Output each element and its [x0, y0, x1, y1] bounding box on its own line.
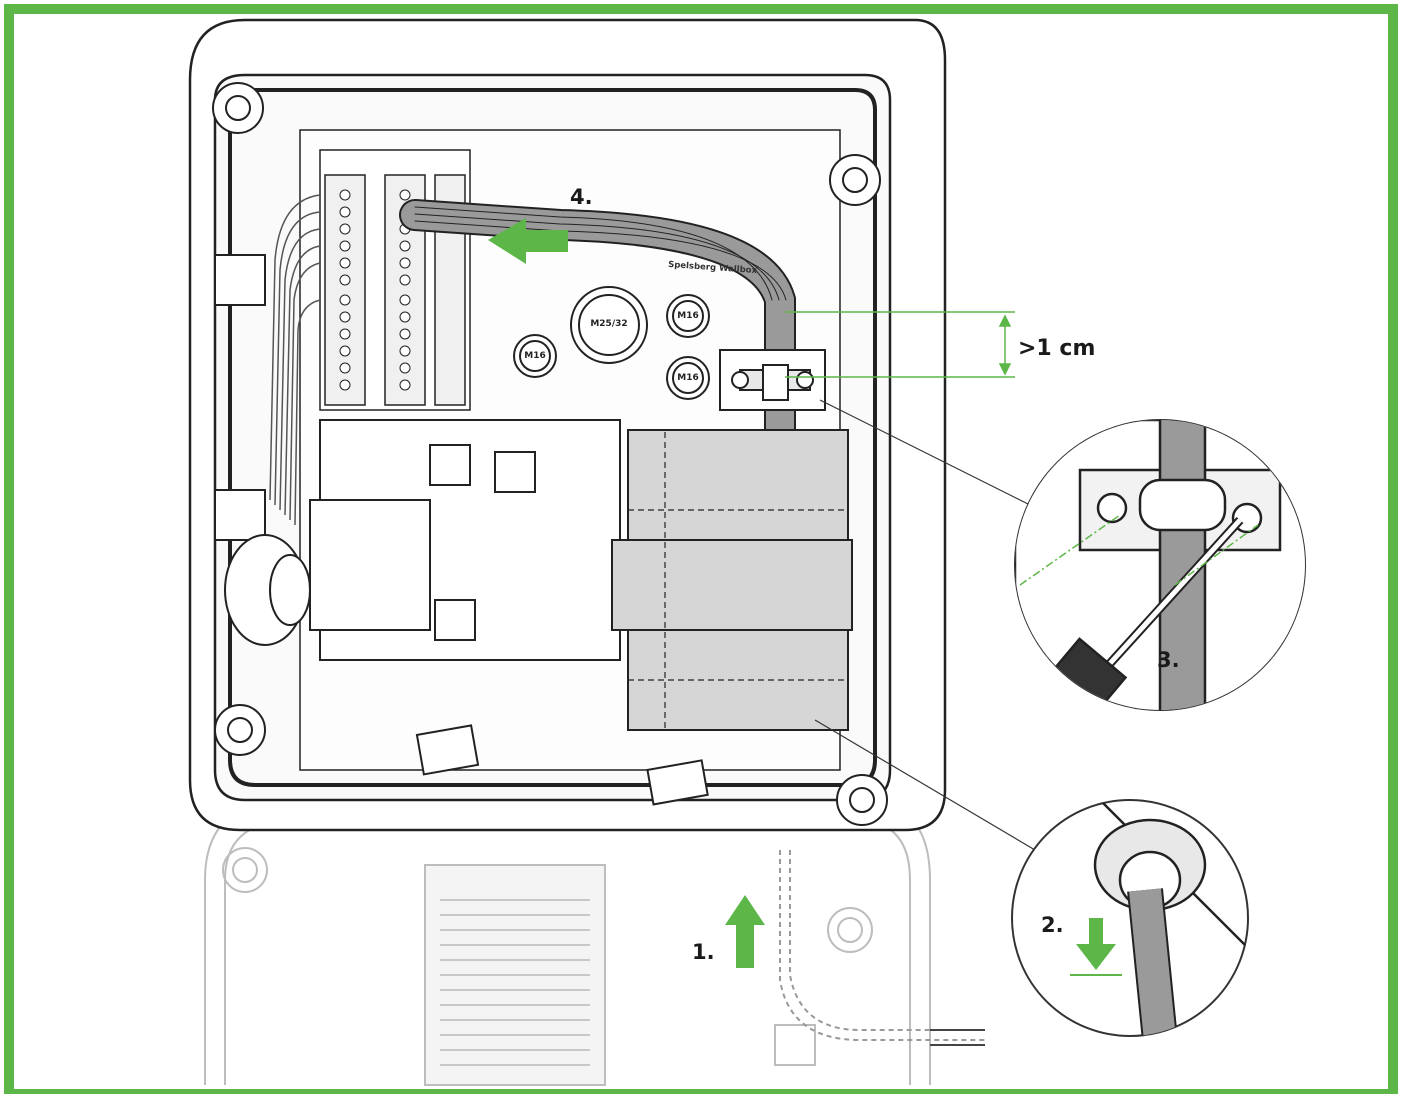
arrow-step-4 [488, 218, 568, 264]
gland-label-small-bottom-right: M16 [677, 373, 699, 383]
corner-screws [212, 82, 888, 826]
dimension-label: >1 cm [1018, 336, 1096, 361]
lid-cable [779, 850, 985, 1041]
cable-glands [513, 286, 710, 400]
dimension-indicator [785, 311, 1015, 378]
gland-label-small-left: M16 [524, 351, 546, 361]
din-clips [214, 254, 709, 806]
housing-lid [204, 799, 931, 1086]
gland-label-large: M25/32 [590, 319, 628, 329]
detail-zoom-gland [1011, 799, 1249, 1037]
arrow-step-2 [1070, 918, 1122, 976]
callout-lines [814, 399, 1036, 851]
step-1-label: 1. [692, 940, 715, 964]
step-3-label: 3. [1157, 648, 1180, 672]
cable-bundle [399, 199, 796, 456]
terminal-screws [339, 189, 411, 391]
internal-wires [269, 194, 321, 526]
electronics [309, 419, 621, 661]
step-4-label: 4. [570, 185, 593, 209]
diagram-frame [4, 4, 1398, 1094]
detail-zoom-clamp [1014, 419, 1306, 711]
step-2-label: 2. [1041, 913, 1064, 937]
arrow-step-1 [725, 895, 765, 968]
strain-relief-clamp [719, 349, 826, 411]
gland-label-small-top-right: M16 [677, 311, 699, 321]
contactor-module [611, 429, 853, 731]
